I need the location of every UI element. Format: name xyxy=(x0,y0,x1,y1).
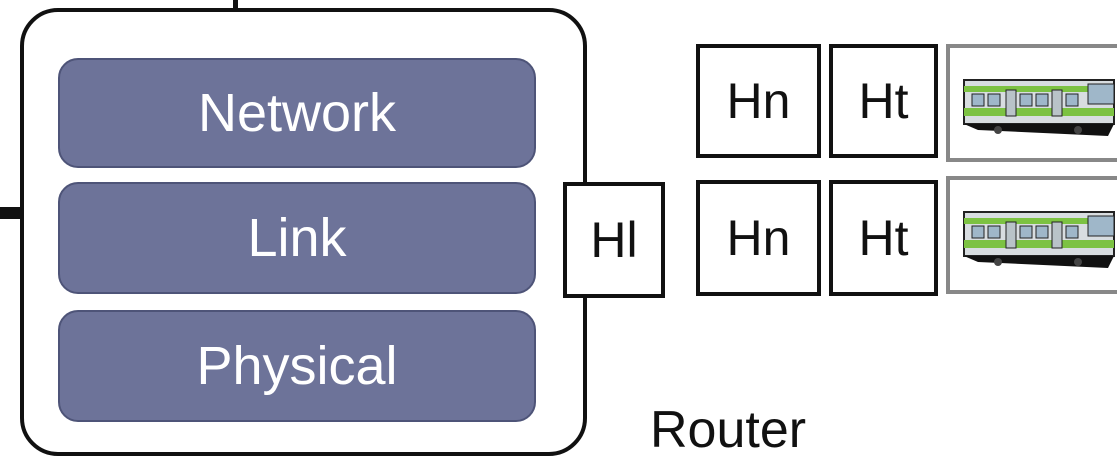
layer-physical-label: Physical xyxy=(196,336,398,396)
layer-link: Link xyxy=(58,182,536,294)
header-transport-2-label: Ht xyxy=(858,210,909,266)
connector-top xyxy=(233,0,238,10)
header-transport-2: Ht xyxy=(829,180,938,296)
layer-link-label: Link xyxy=(247,208,347,268)
layer-network-label: Network xyxy=(197,83,397,143)
header-transport-1-label: Ht xyxy=(858,73,909,129)
connector-left xyxy=(0,207,24,219)
layer-physical: Physical xyxy=(58,310,536,422)
header-link: Hl xyxy=(563,182,665,298)
header-network-2-label: Hn xyxy=(726,210,791,266)
header-network-2: Hn xyxy=(696,180,821,296)
layer-network: Network xyxy=(58,58,536,168)
header-network-1: Hn xyxy=(696,44,821,158)
router-label: Router xyxy=(650,401,807,459)
header-link-label: Hl xyxy=(590,212,638,268)
header-transport-1: Ht xyxy=(829,44,938,158)
train-icon xyxy=(963,211,1115,268)
payload-1 xyxy=(946,44,1117,162)
train-icon xyxy=(963,79,1115,136)
payload-2 xyxy=(946,176,1117,294)
header-network-1-label: Hn xyxy=(726,73,791,129)
